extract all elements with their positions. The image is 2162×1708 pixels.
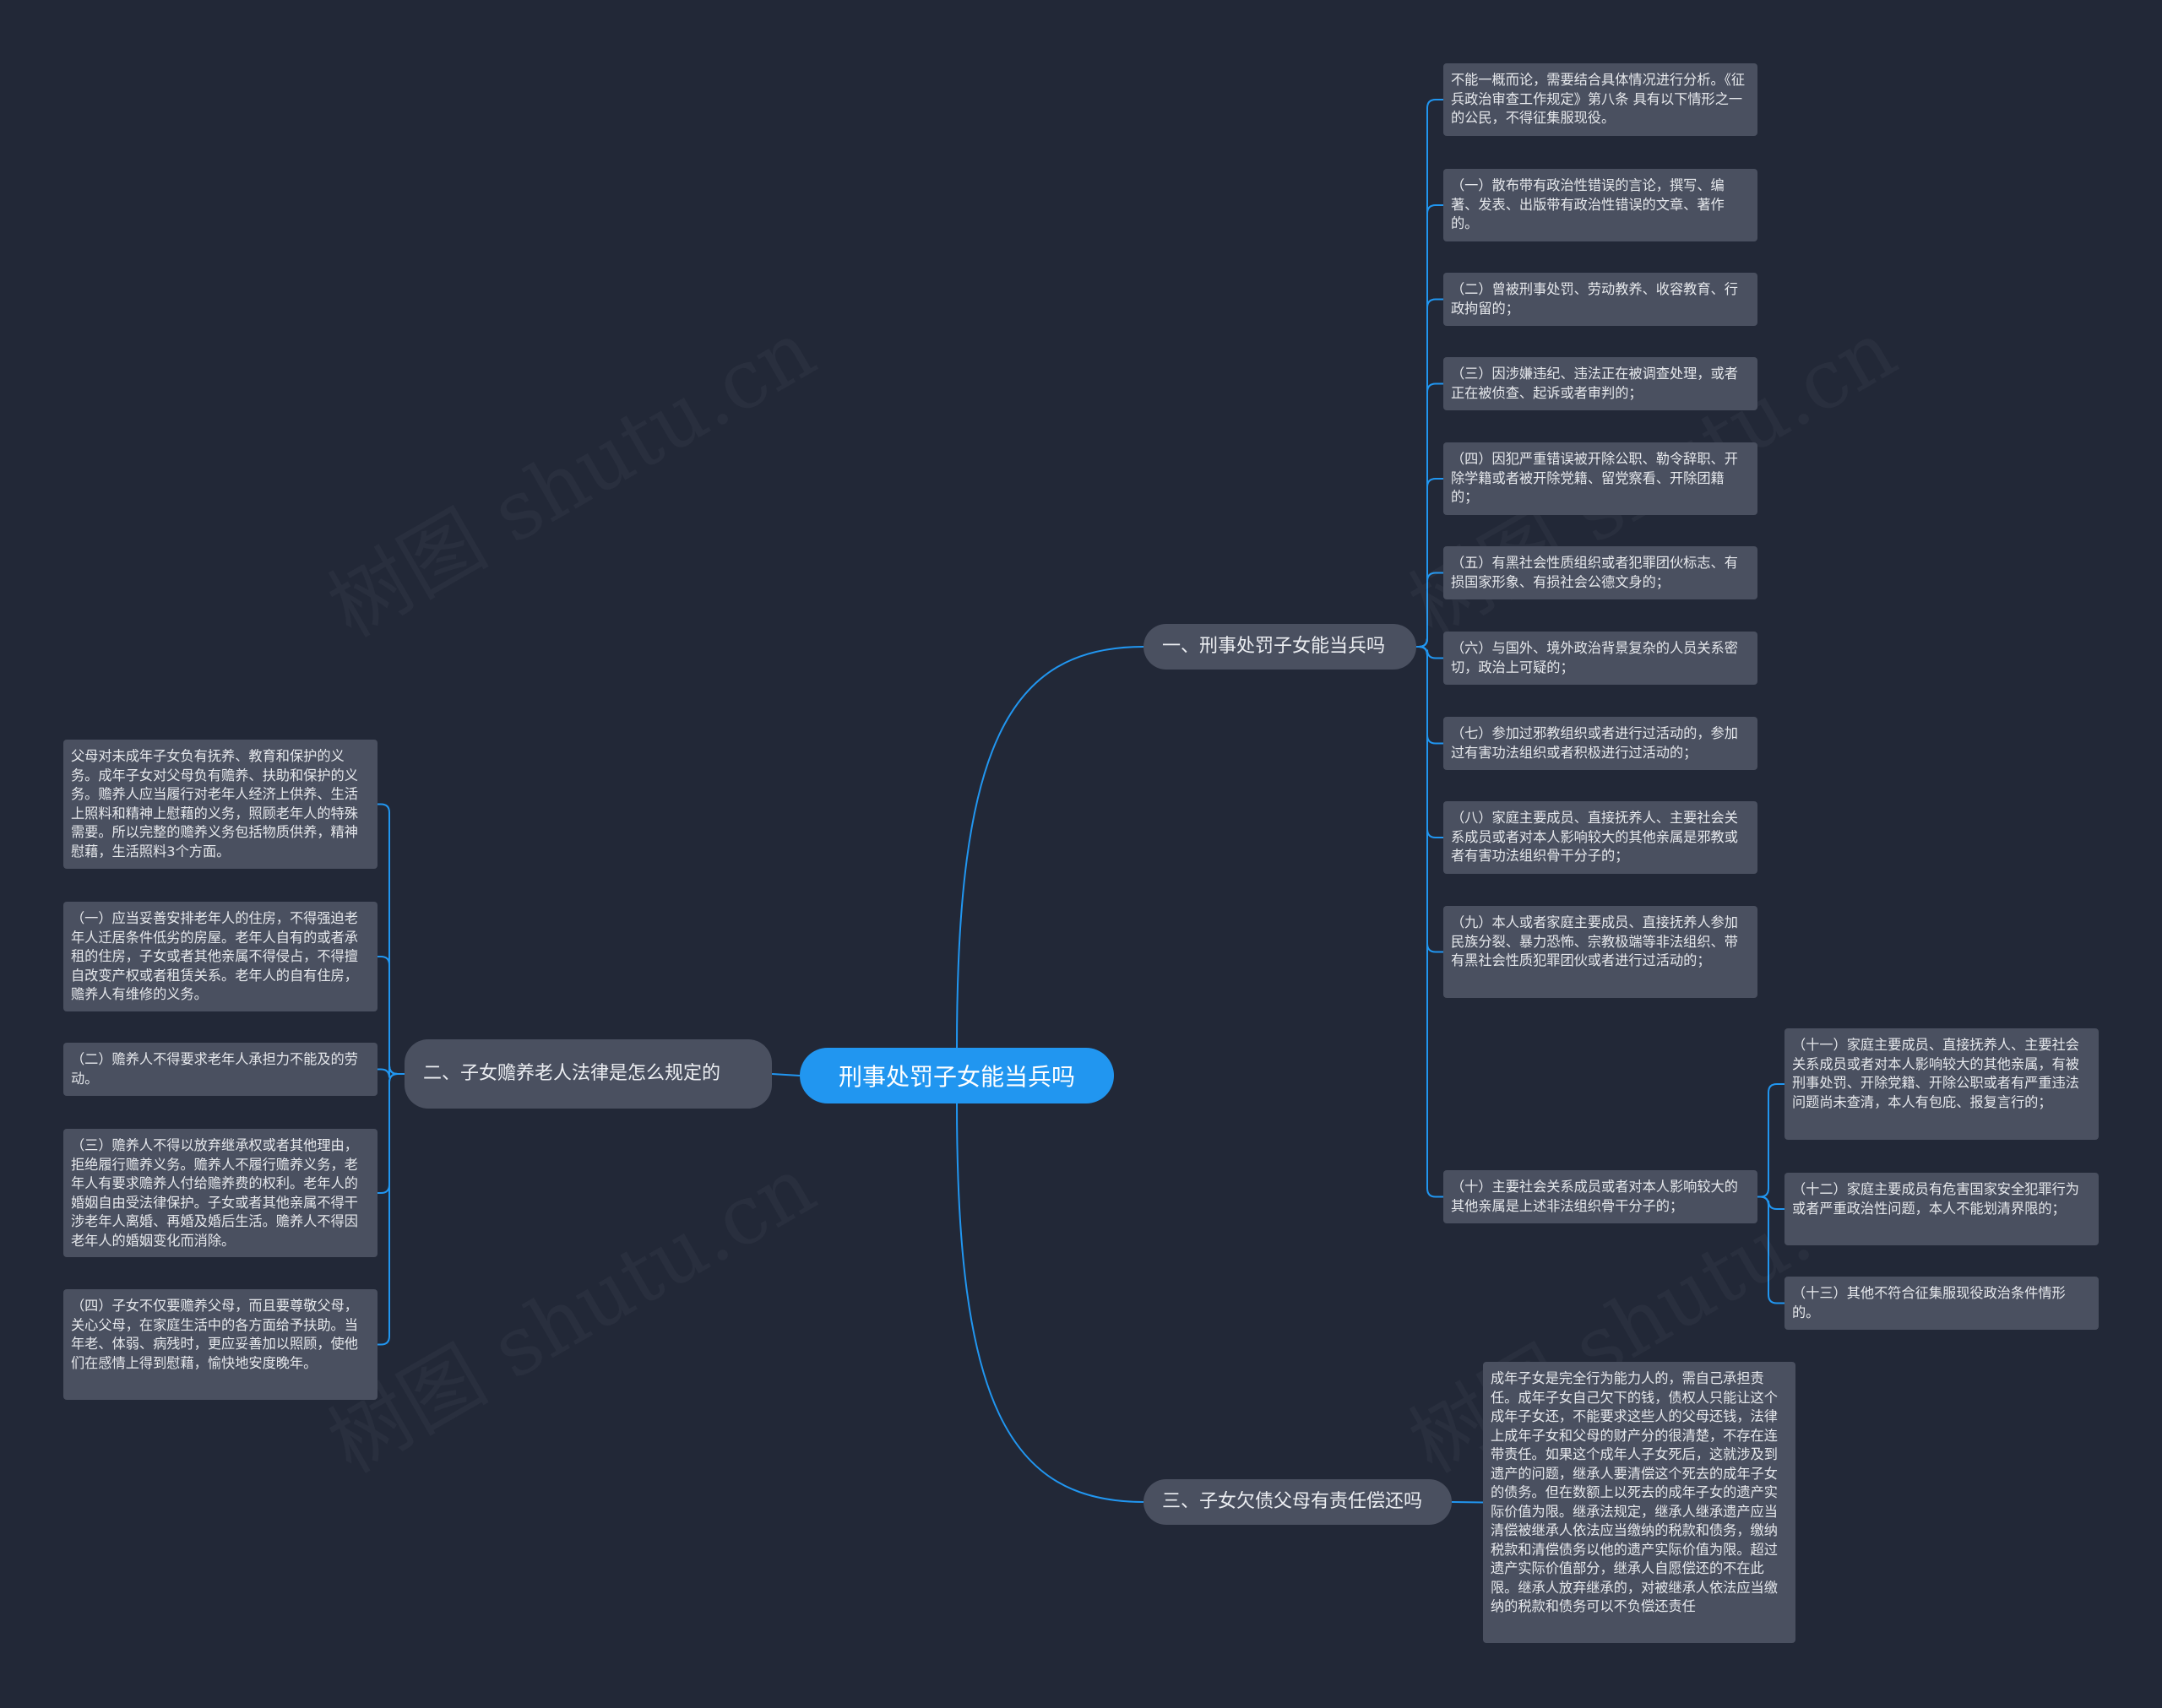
branch-1-leaf-2[interactable]: （一）散布带有政治性错误的言论，撰写、编著、发表、出版带有政治性错误的文章、著作… (1443, 169, 1757, 241)
link-leaf-11-subleaf-1 (1757, 1083, 1784, 1198)
link-branch-2-leaf-2 (378, 956, 405, 1075)
link-root-branch-3 (956, 1103, 1144, 1503)
branch-3-topic[interactable]: 三、子女欠债父母有责任偿还吗 (1143, 1479, 1452, 1525)
branch-2-topic[interactable]: 二、子女赡养老人法律是怎么规定的 (405, 1039, 772, 1109)
root-topic[interactable]: 刑事处罚子女能当兵吗 (800, 1048, 1114, 1103)
link-branch-2-leaf-5 (378, 1073, 405, 1346)
branch-1-topic[interactable]: 一、刑事处罚子女能当兵吗 (1143, 624, 1416, 670)
link-branch-1-leaf-8 (1416, 646, 1443, 745)
link-branch-1-leaf-2 (1416, 204, 1443, 648)
link-leaf-11-subleaf-3 (1757, 1196, 1784, 1304)
branch-3-leaf-1[interactable]: 成年子女是完全行为能力人的，需自己承担责任。成年子女自己欠下的钱，债权人只能让这… (1483, 1362, 1795, 1643)
branch-1-subleaf-3[interactable]: （十三）其他不符合征集服现役政治条件情形的。 (1784, 1277, 2099, 1330)
link-branch-1-leaf-4 (1416, 382, 1443, 648)
link-branch-1-leaf-10 (1416, 646, 1443, 953)
branch-1-subleaf-2[interactable]: （十二）家庭主要成员有危害国家安全犯罪行为或者严重政治性问题，本人不能划清界限的… (1784, 1173, 2099, 1245)
branch-1-leaf-8[interactable]: （七）参加过邪教组织或者进行过活动的，参加过有害功法组织或者积极进行过活动的； (1443, 717, 1757, 770)
branch-2-leaf-3[interactable]: （二）赡养人不得要求老年人承担力不能及的劳动。 (63, 1043, 378, 1096)
link-branch-1-leaf-7 (1416, 646, 1443, 659)
branch-1-subleaf-1[interactable]: （十一）家庭主要成员、直接抚养人、主要社会关系成员或者对本人影响较大的其他亲属，… (1784, 1028, 2099, 1140)
link-branch-1-leaf-3 (1416, 298, 1443, 648)
branch-1-leaf-4[interactable]: （三）因涉嫌违纪、违法正在被调查处理，或者正在被侦查、起诉或者审判的； (1443, 357, 1757, 410)
branch-1-leaf-6[interactable]: （五）有黑社会性质组织或者犯罪团伙标志、有损国家形象、有损社会公德文身的； (1443, 546, 1757, 599)
branch-1-leaf-9[interactable]: （八）家庭主要成员、直接抚养人、主要社会关系成员或者对本人影响较大的其他亲属是邪… (1443, 801, 1757, 874)
link-branch-1-leaf-6 (1416, 572, 1443, 648)
branch-2-leaf-2[interactable]: （一）应当妥善安排老年人的住房，不得强迫老年人迁居条件低劣的房屋。老年人自有的或… (63, 902, 378, 1011)
link-branch-2-leaf-1 (378, 803, 405, 1075)
link-branch-2-leaf-4 (378, 1073, 405, 1194)
branch-2-leaf-5[interactable]: （四）子女不仅要赡养父母，而且要尊敬父母，关心父母，在家庭生活中的各方面给予扶助… (63, 1289, 378, 1400)
branch-2-leaf-1[interactable]: 父母对未成年子女负有抚养、教育和保护的义务。成年子女对父母负有赡养、扶助和保护的… (63, 740, 378, 869)
branch-1-leaf-10[interactable]: （九）本人或者家庭主要成员、直接抚养人参加民族分裂、暴力恐怖、宗教极端等非法组织… (1443, 906, 1757, 998)
link-branch-3-leaf-1 (1451, 1501, 1484, 1504)
link-branch-2-leaf-3 (378, 1065, 405, 1078)
branch-2-leaf-4[interactable]: （三）赡养人不得以放弃继承权或者其他理由，拒绝履行赡养义务。赡养人不履行赡养义务… (63, 1129, 378, 1257)
link-branch-1-leaf-11 (1416, 646, 1443, 1198)
branch-1-leaf-11[interactable]: （十）主要社会关系成员或者对本人影响较大的其他亲属是上述非法组织骨干分子的； (1443, 1170, 1757, 1223)
branch-1-leaf-7[interactable]: （六）与国外、境外政治背景复杂的人员关系密切，政治上可疑的； (1443, 632, 1757, 685)
link-root-branch-1 (956, 646, 1144, 1049)
link-branch-1-leaf-5 (1416, 478, 1443, 648)
link-branch-1-leaf-1 (1416, 99, 1443, 648)
link-leaf-11-subleaf-2 (1757, 1196, 1784, 1210)
branch-1-leaf-1[interactable]: 不能一概而论，需要结合具体情况进行分析。《征兵政治审查工作规定》第八条 具有以下… (1443, 63, 1757, 136)
link-root-branch-2 (771, 1073, 801, 1076)
branch-1-leaf-3[interactable]: （二）曾被刑事处罚、劳动教养、收容教育、行政拘留的； (1443, 273, 1757, 326)
branch-1-leaf-5[interactable]: （四）因犯严重错误被开除公职、勒令辞职、开除学籍或者被开除党籍、留党察看、开除团… (1443, 442, 1757, 515)
